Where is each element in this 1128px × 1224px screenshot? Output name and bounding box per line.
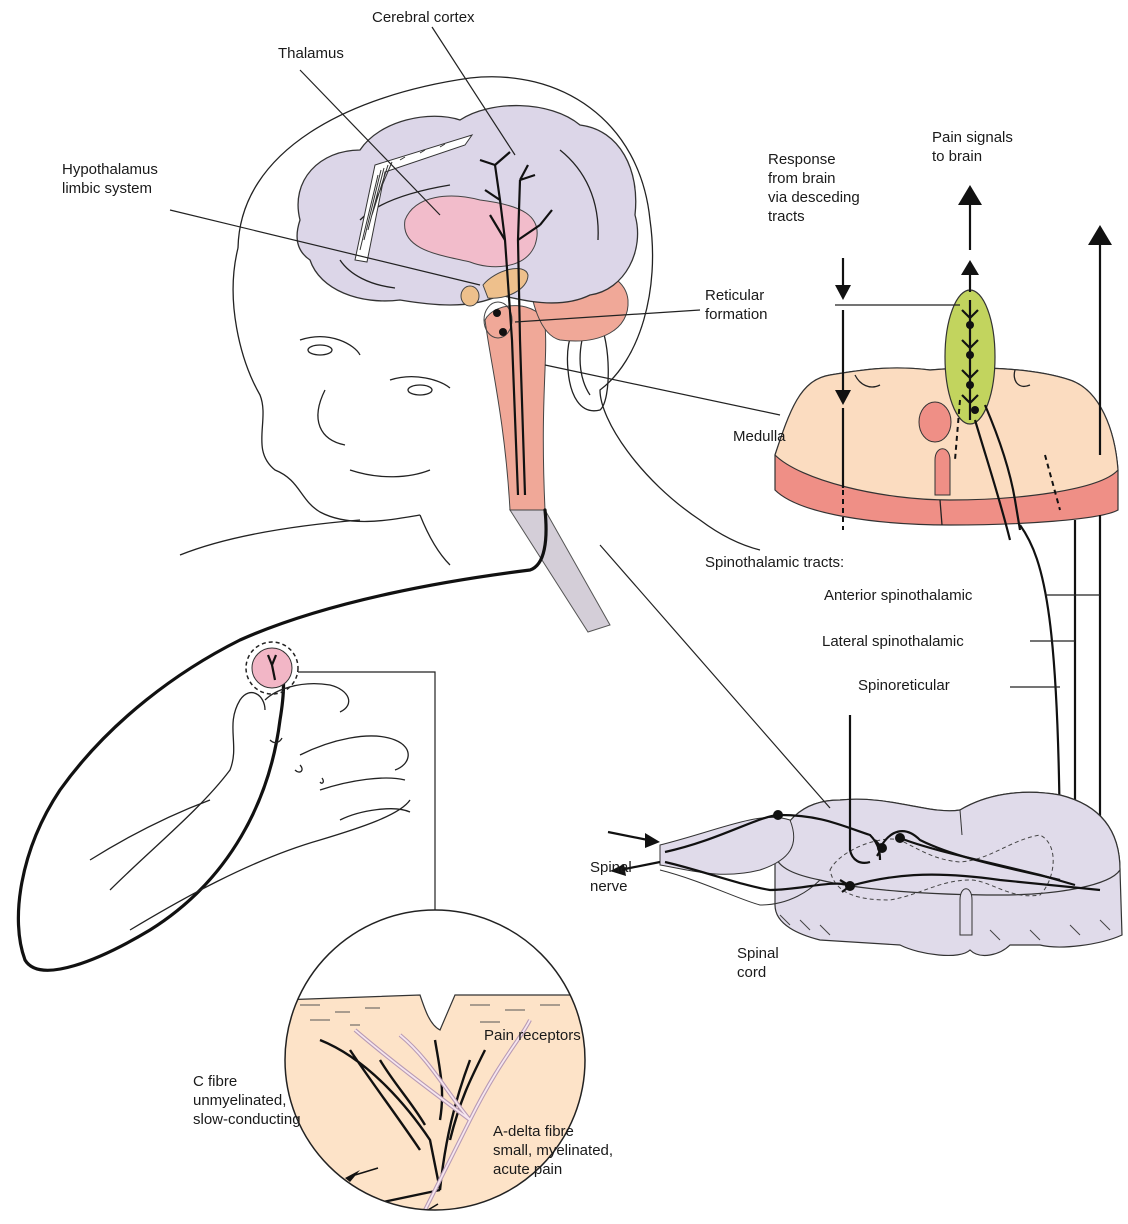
- label-spinal-nerve-line1: Spinal: [590, 858, 632, 877]
- label-adelta-line2: small, myelinated,: [493, 1141, 613, 1160]
- label-hypothalamus: Hypothalamus limbic system: [62, 160, 158, 198]
- label-pain-signals-line1: Pain signals: [932, 128, 1013, 147]
- label-adelta-line3: acute pain: [493, 1160, 613, 1179]
- label-spinal-cord-line1: Spinal: [737, 944, 779, 963]
- label-response-line3: via desceding: [768, 188, 860, 207]
- label-pain-receptors: Pain receptors: [484, 1026, 581, 1045]
- label-pain-signals: Pain signals to brain: [932, 128, 1013, 166]
- limbic-nucleus: [461, 286, 479, 306]
- label-thalamus: Thalamus: [278, 44, 344, 63]
- spinal-cord-section: [775, 792, 1122, 955]
- label-spinothalamic-tracts: Spinothalamic tracts:: [705, 553, 844, 572]
- label-medulla: Medulla: [733, 427, 786, 446]
- label-reticular-line2: formation: [705, 305, 768, 324]
- label-spinal-nerve: Spinal nerve: [590, 858, 632, 896]
- medulla-nucleus: [919, 402, 951, 442]
- label-c-fibre: C fibre unmyelinated, slow-conducting: [193, 1072, 301, 1129]
- label-hypothalamus-line1: Hypothalamus: [62, 160, 158, 179]
- label-adelta-line1: A-delta fibre: [493, 1122, 613, 1141]
- hand: [90, 642, 410, 930]
- label-anterior-spinothalamic: Anterior spinothalamic: [824, 586, 972, 605]
- label-cerebral-cortex: Cerebral cortex: [372, 8, 475, 27]
- label-lateral-spinothalamic: Lateral spinothalamic: [822, 632, 964, 651]
- label-reticular-formation: Reticular formation: [705, 286, 768, 324]
- label-response-line4: tracts: [768, 207, 860, 226]
- label-spinal-cord: Spinal cord: [737, 944, 779, 982]
- label-hypothalamus-line2: limbic system: [62, 179, 158, 198]
- label-pain-signals-line2: to brain: [932, 147, 1013, 166]
- medulla-section: [775, 290, 1118, 540]
- label-c-fibre-line3: slow-conducting: [193, 1110, 301, 1129]
- label-spinoreticular: Spinoreticular: [858, 676, 950, 695]
- label-reticular-line1: Reticular: [705, 286, 768, 305]
- label-spinal-nerve-line2: nerve: [590, 877, 632, 896]
- label-a-delta-fibre: A-delta fibre small, myelinated, acute p…: [493, 1122, 613, 1179]
- label-response-line2: from brain: [768, 169, 860, 188]
- label-response: Response from brain via desceding tracts: [768, 150, 860, 226]
- label-spinal-cord-line2: cord: [737, 963, 779, 982]
- label-c-fibre-line1: C fibre: [193, 1072, 301, 1091]
- label-response-line1: Response: [768, 150, 860, 169]
- main-afferent-nerve: [18, 510, 546, 970]
- label-c-fibre-line2: unmyelinated,: [193, 1091, 301, 1110]
